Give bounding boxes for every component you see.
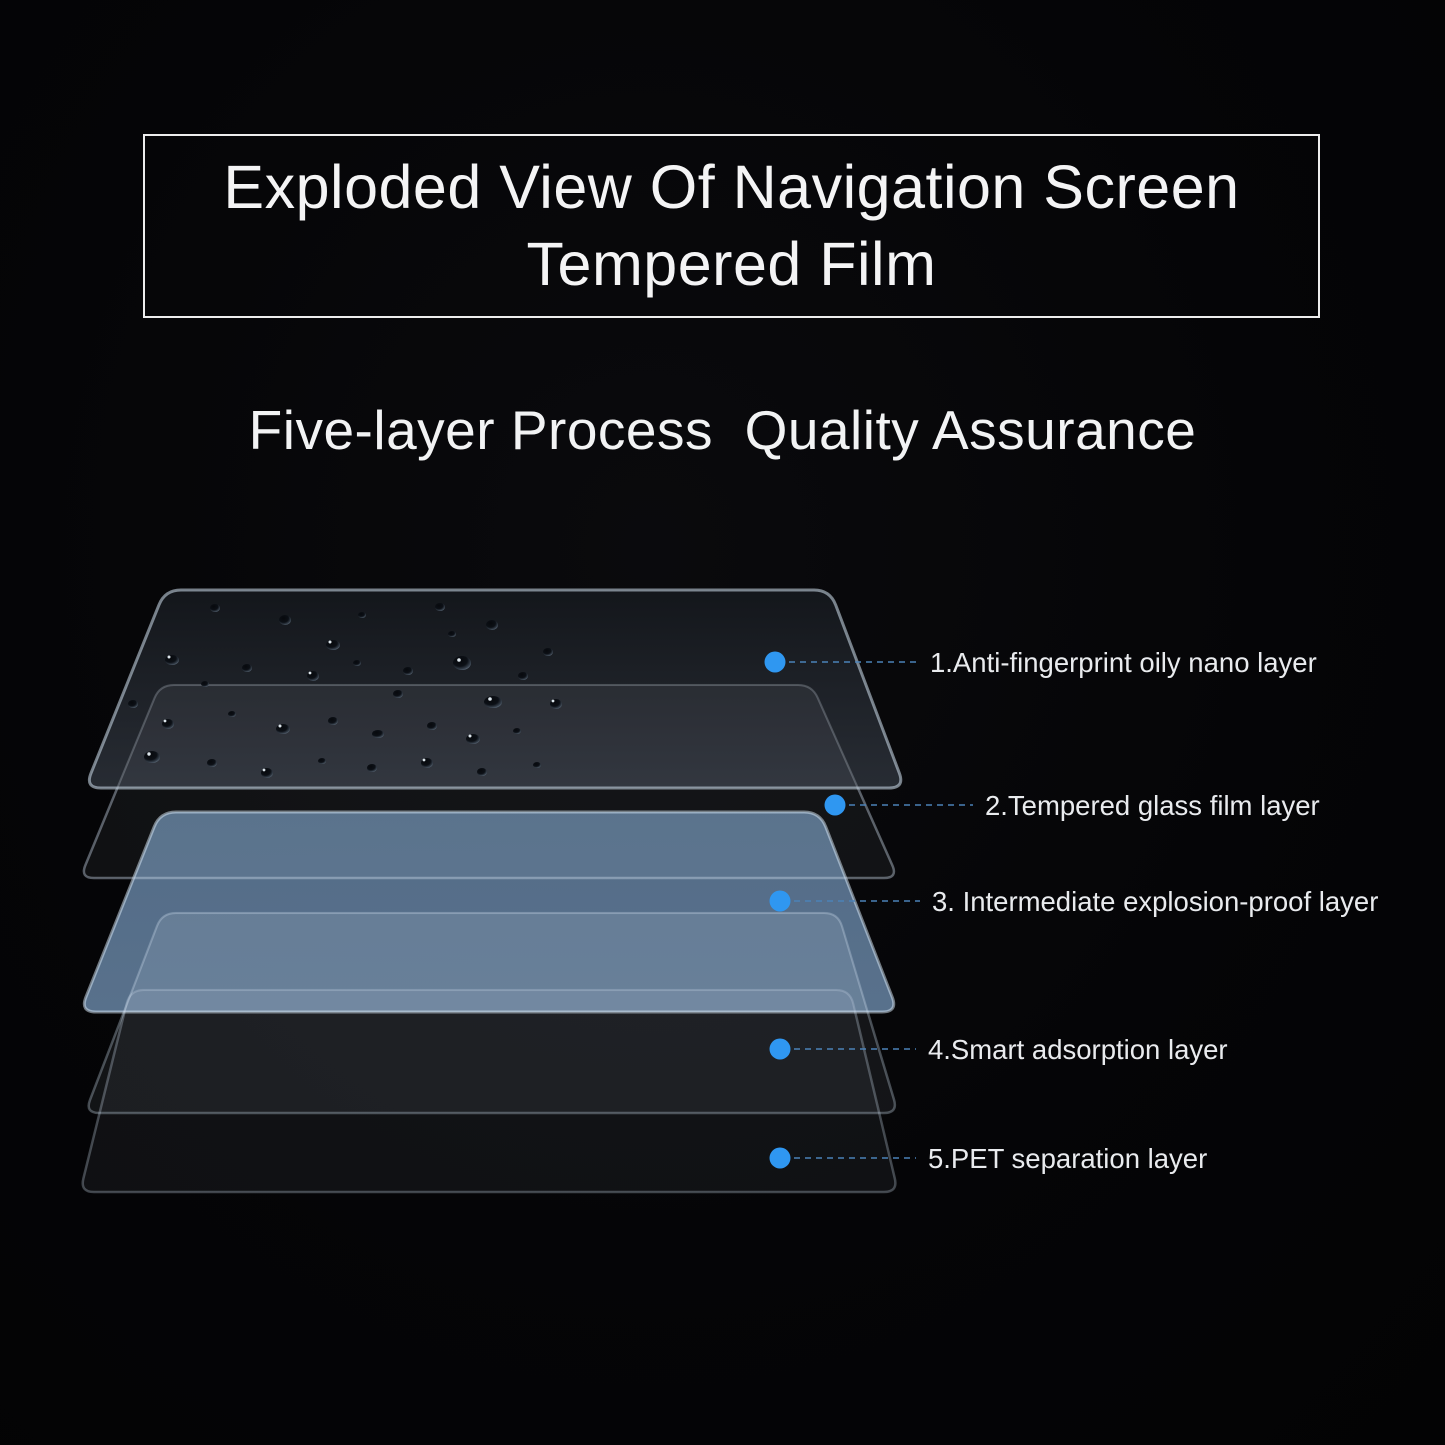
layer-label-1: 1.Anti-fingerprint oily nano layer [930, 647, 1317, 678]
sheet-smart-adsorption-through [87, 912, 894, 1012]
layer-label-2: 2.Tempered glass film layer [985, 790, 1320, 821]
subtitle: Five-layer Process Quality Assurance [248, 399, 1197, 461]
callout-dot-4 [769, 1038, 791, 1060]
callout-dot-2 [824, 794, 846, 816]
sheet-anti-fingerprint [87, 588, 903, 790]
droplet-highlights [147, 640, 555, 772]
layers-through-blue [84, 912, 894, 1012]
callout-dot-1 [764, 651, 786, 673]
layer-label-5: 5.PET separation layer [928, 1143, 1207, 1174]
title-box: Exploded View Of Navigation Screen Tempe… [143, 134, 1320, 318]
title-line-2: Tempered Film [526, 230, 937, 298]
layer-label-3: 3. Intermediate explosion-proof layer [932, 886, 1378, 917]
callouts: 1.Anti-fingerprint oily nano layer 2.Tem… [764, 647, 1378, 1174]
layer-label-4: 4.Smart adsorption layer [928, 1034, 1228, 1065]
title-line-1: Exploded View Of Navigation Screen [223, 153, 1240, 222]
callout-dot-5 [769, 1147, 791, 1169]
sheet-pet-through [84, 989, 894, 1012]
water-droplets [128, 603, 562, 778]
sheet-explosion-proof [82, 810, 896, 1014]
callout-dot-3 [769, 890, 791, 912]
